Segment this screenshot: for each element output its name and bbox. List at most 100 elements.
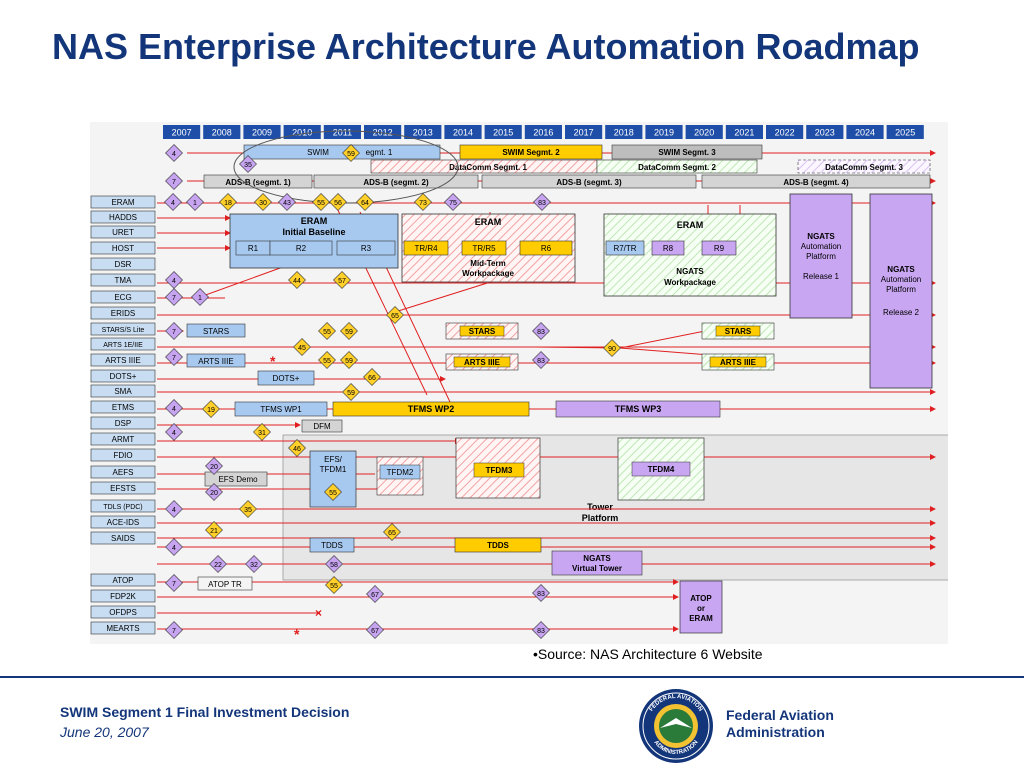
atop-tr-bar: ATOP TR (208, 580, 242, 589)
decision-point-diamond (205, 483, 223, 501)
source-note: •Source: NAS Architecture 6 Website (533, 646, 763, 662)
decision-point-number: 65 (391, 313, 399, 320)
decision-point-number: 35 (244, 162, 252, 169)
system-label-box (90, 432, 156, 446)
stars-mid-box: STARS (469, 327, 496, 336)
decision-point-number: 45 (298, 345, 306, 352)
decision-point-number: 30 (259, 200, 267, 207)
system-label-box (90, 210, 156, 224)
decision-point-number: 64 (361, 200, 369, 207)
mid-term-label-2: Workpackage (462, 269, 514, 278)
system-label: DSP (115, 419, 131, 428)
eram-baseline-subtitle: Initial Baseline (282, 227, 345, 237)
ngats-automation-release1-block (789, 193, 853, 319)
efs-tfdm1-line2: TFDM1 (320, 465, 347, 474)
year-label: 2014 (453, 128, 473, 138)
system-label: MEARTS (106, 624, 139, 633)
year-cell (364, 125, 402, 139)
decision-point-number: 55 (323, 329, 331, 336)
atop-eram-line1: ATOP (690, 594, 712, 603)
decision-point-number: 83 (537, 591, 545, 598)
system-label: ERIDS (111, 309, 135, 318)
system-label: DSR (115, 260, 132, 269)
decision-point-diamond (239, 155, 257, 173)
year-cell (163, 125, 201, 139)
decision-point-diamond (444, 193, 462, 211)
system-label: TDLS (PDC) (103, 504, 142, 511)
year-cell (766, 125, 804, 139)
decision-point-number: 59 (347, 390, 355, 397)
decision-point-diamond (165, 322, 183, 340)
decision-point-number: 56 (334, 200, 342, 207)
system-label: HOST (112, 244, 134, 253)
footer-date: June 20, 2007 (60, 724, 149, 740)
system-label-box (90, 306, 156, 320)
decision-point-number: 44 (293, 278, 301, 285)
decision-point-number: 18 (224, 200, 232, 207)
decision-point-number: 4 (172, 545, 176, 552)
adsb-segmt1-bar: ADS-B (segmt. 1) (225, 178, 291, 187)
year-cell (444, 125, 482, 139)
year-cell (565, 125, 603, 139)
decision-point-number: 67 (371, 628, 379, 635)
system-label: ECG (114, 293, 131, 302)
year-cell (725, 125, 763, 139)
decision-point-number: 21 (210, 528, 218, 535)
ngats-r2-line4: Release 2 (883, 308, 920, 317)
system-label: ACE-IDS (107, 518, 139, 527)
decision-point-number: 7 (172, 581, 176, 588)
arts-iiie-mid-box: ARTS IIIE (464, 358, 501, 367)
decision-point-number: 90 (608, 346, 616, 353)
decision-point-number: 57 (338, 278, 346, 285)
decision-point-diamond (533, 193, 551, 211)
tfdm4-box: TFDM4 (648, 465, 675, 474)
decision-point-number: 46 (293, 446, 301, 453)
decision-point-number: 4 (172, 430, 176, 437)
year-label: 2007 (172, 128, 192, 138)
swim-segmt2-bar: SWIM Segmt. 2 (502, 148, 560, 157)
system-label-box (90, 531, 156, 545)
efs-tfdm1-line1: EFS/ (324, 455, 343, 464)
decision-point-diamond (324, 483, 342, 501)
tfms-wp3-bar: TFMS WP3 (615, 404, 662, 414)
decision-point-diamond (165, 574, 183, 592)
system-label: ARTS IIIE (105, 356, 140, 365)
eram-r7-tr: R7/TR (613, 244, 636, 253)
system-label-box (90, 384, 156, 398)
decision-point-diamond (318, 351, 336, 369)
system-label-box (90, 400, 156, 414)
decision-point-diamond (363, 368, 381, 386)
year-label: 2020 (694, 128, 714, 138)
decision-point-diamond (219, 193, 237, 211)
decision-point-number: 4 (172, 406, 176, 413)
arts-iiie-ngats-box: ARTS IIIE (720, 358, 757, 367)
decision-point-number: 20 (210, 464, 218, 471)
tfms-wp1-bar: TFMS WP1 (260, 405, 302, 414)
system-label: TMA (115, 276, 133, 285)
decision-point-diamond (239, 500, 257, 518)
tfdm2-box: TFDM2 (387, 468, 414, 477)
decision-point-number: 66 (368, 375, 376, 382)
system-label-box (90, 241, 156, 255)
faa-seal-logo: FEDERAL AVIATION ADMINISTRATION (639, 689, 713, 763)
eram-tr-r5: TR/R5 (472, 244, 496, 253)
decision-point-number: 83 (537, 358, 545, 365)
decision-point-number: 75 (449, 200, 457, 207)
decision-point-diamond (312, 193, 330, 211)
decision-point-diamond (366, 621, 384, 639)
system-label-box (90, 499, 156, 513)
tower-platform-label-1: Tower (587, 502, 613, 512)
system-label-box (90, 605, 156, 619)
year-label: 2010 (292, 128, 312, 138)
tfms-wp2-bar: TFMS WP2 (408, 404, 455, 414)
tdds-box: TDDS (487, 541, 509, 550)
year-cell (685, 125, 723, 139)
year-cell (846, 125, 884, 139)
page-title: NAS Enterprise Architecture Automation R… (52, 26, 920, 67)
decision-point-number: 59 (345, 358, 353, 365)
year-label: 2025 (895, 128, 915, 138)
system-label: FDP2K (110, 592, 136, 601)
decision-point-number: 7 (172, 355, 176, 362)
decision-point-diamond (325, 555, 343, 573)
system-label-box (90, 353, 156, 367)
